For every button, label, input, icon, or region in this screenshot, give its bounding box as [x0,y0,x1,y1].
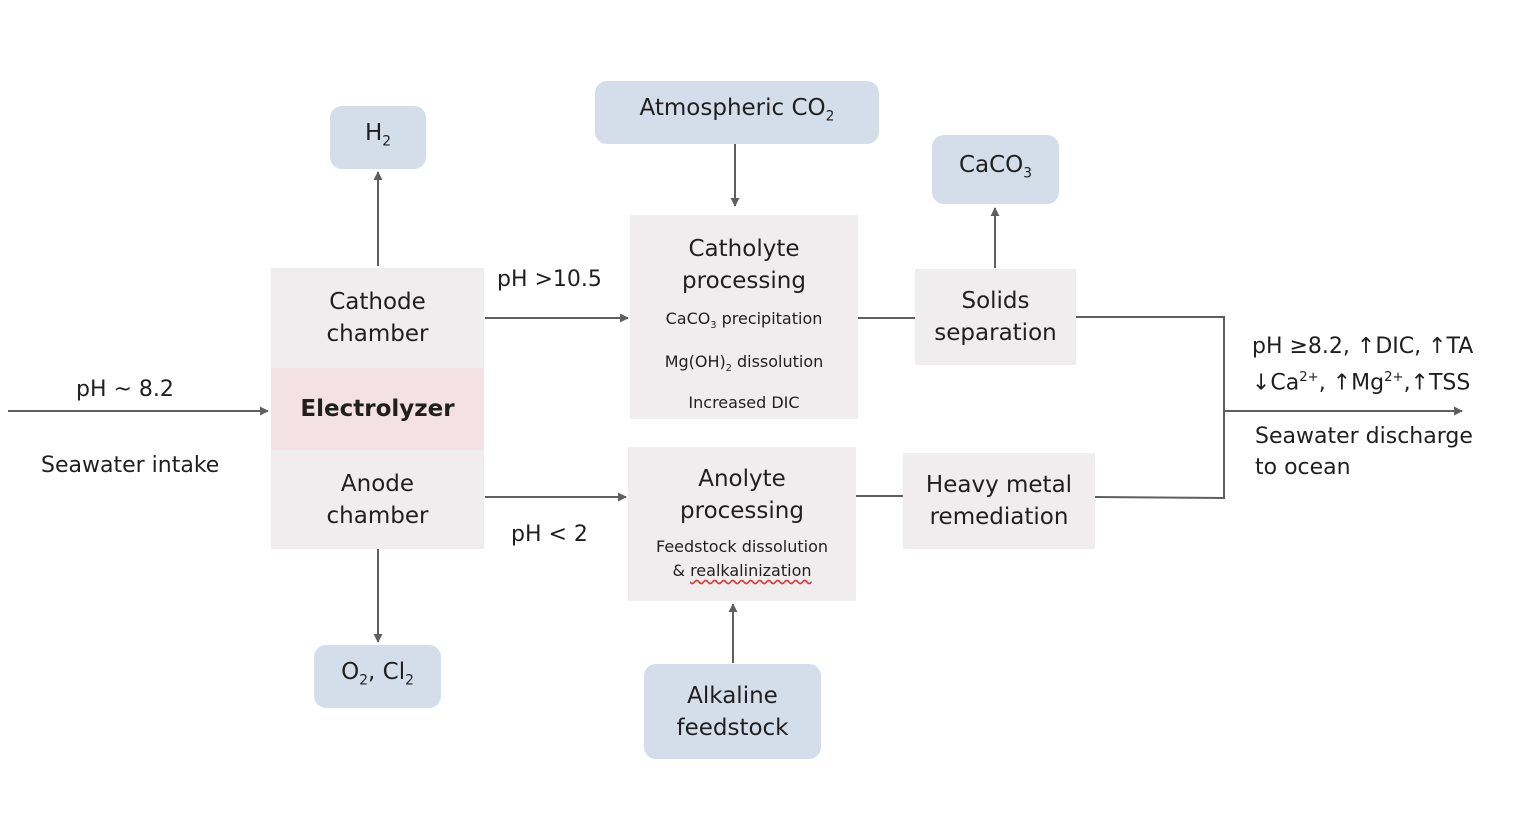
seawater-discharge-label: Seawater discharge to ocean [1255,424,1473,480]
anode-chamber-box: Anode chamber [271,450,484,549]
solids-separation-box: Solids separation [915,269,1076,365]
o2-cl2-label: O2, Cl2 [341,659,414,689]
intake-ph-label: pH ~ 8.2 [76,377,174,402]
heavy-metal-remediation-box: Heavy metal remediation [903,453,1095,549]
discharge-properties-label: pH ≥8.2, ↑DIC, ↑TA ↓Ca2+, ↑Mg2+,↑TSS [1252,334,1474,396]
cathode-chamber-box: Cathode chamber [271,268,484,368]
h2-label: H [364,120,383,147]
caco3-output-box: CaCO3 [932,135,1059,204]
o2-cl2-output-box: O2, Cl2 [314,645,441,708]
atmospheric-co2-label: Atmospheric CO [639,95,826,122]
detail-caco3-precipitation: CaCO3 precipitation [665,308,823,331]
detail-realkalinization: & realkalinization [672,561,812,580]
anolyte-processing-box: Anolyte processing Feedstock dissolution… [628,447,856,601]
atmospheric-co2-box: Atmospheric CO2 [595,81,879,144]
caco3-label: CaCO [958,152,1024,179]
solids-to-discharge-line [1076,316,1225,500]
h2-output-box: H2 [330,106,426,169]
electrolyzer-box: Electrolyzer [271,368,484,450]
seawater-intake-label: Seawater intake [41,453,220,478]
catholyte-ph-label: pH >10.5 [497,267,602,292]
catholyte-processing-box: Catholyte processing CaCO3 precipitation… [630,215,858,419]
detail-mgoh2-dissolution: Mg(OH)2 dissolution [664,351,824,374]
anolyte-ph-label: pH < 2 [511,522,588,547]
detail-increased-dic: Increased DIC [688,393,800,412]
alkaline-feedstock-box: Alkaline feedstock [644,664,821,759]
